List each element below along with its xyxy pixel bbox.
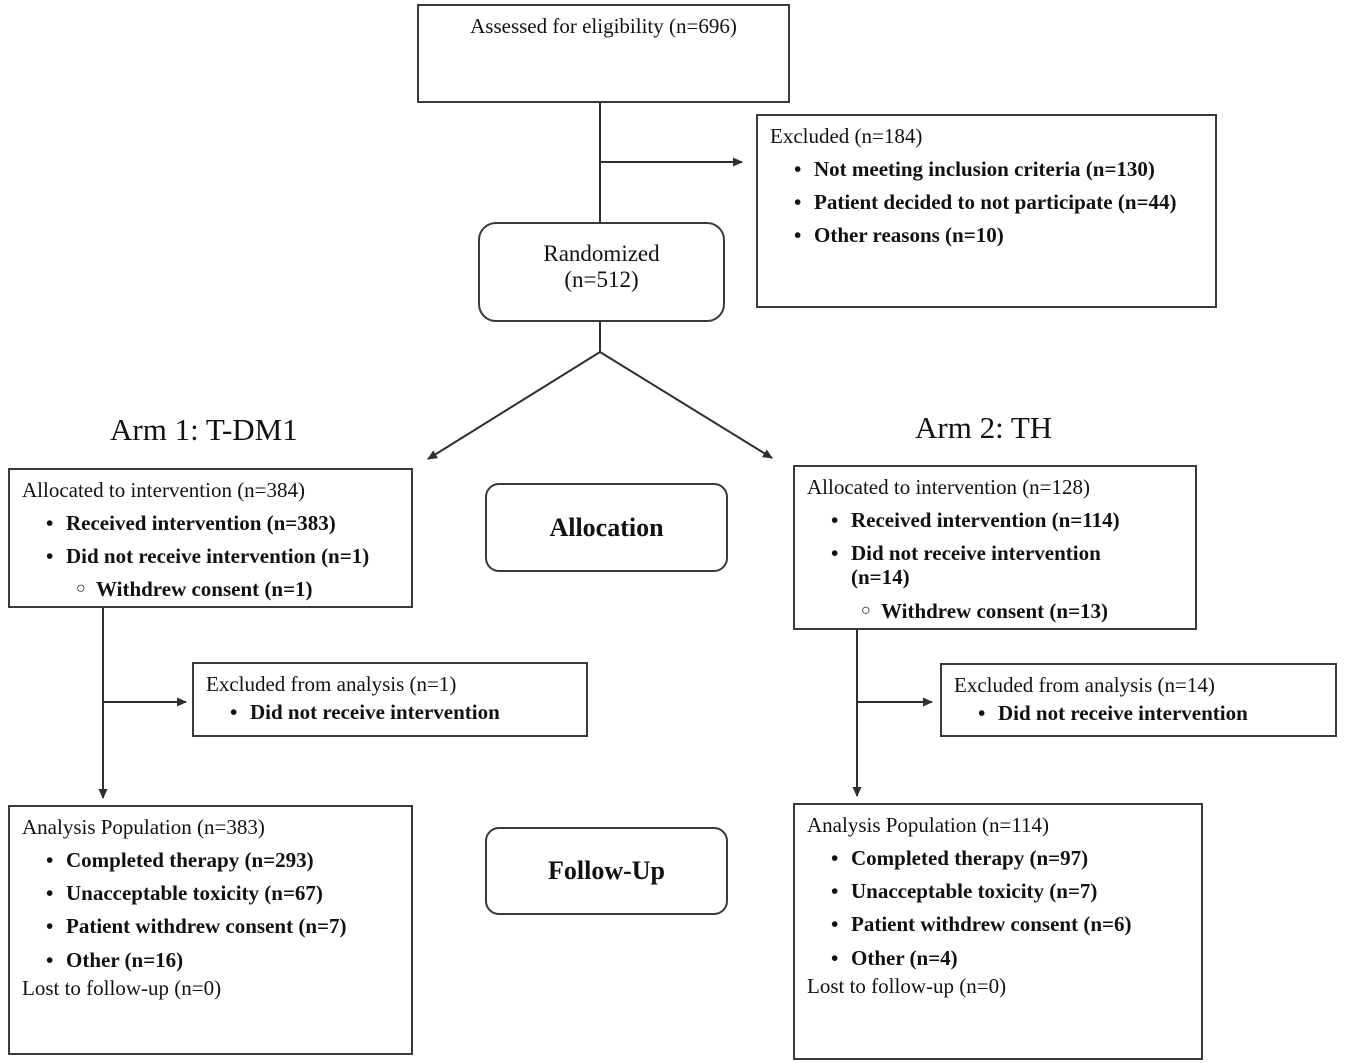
- arm1-analysis-title: Analysis Population (n=383): [22, 815, 265, 839]
- followup-stage-label: Follow-Up: [548, 856, 665, 886]
- list-item-label: Received intervention (n=383): [66, 511, 336, 536]
- list-item-label: Did not receive intervention (n=14): [851, 541, 1101, 590]
- list-item-label: Not meeting inclusion criteria (n=130): [814, 157, 1155, 182]
- list-item: • Not meeting inclusion criteria (n=130): [758, 157, 1215, 181]
- bullet-disc-icon: •: [794, 190, 802, 215]
- bullet-disc-icon: •: [230, 700, 238, 725]
- arm2-allocation-box: Allocated to intervention (n=128) • Rece…: [793, 465, 1197, 630]
- arm1-label: Arm 1: T-DM1: [110, 412, 298, 447]
- list-item-label: Patient decided to not participate (n=44…: [814, 190, 1177, 215]
- list-item-label: Received intervention (n=114): [851, 508, 1120, 533]
- assessed-eligibility-title: Assessed for eligibility (n=696): [470, 14, 737, 38]
- list-item: • Completed therapy (n=293): [10, 848, 411, 872]
- arm1-excluded-analysis-box: Excluded from analysis (n=1) • Did not r…: [192, 662, 588, 737]
- excluded-box: Excluded (n=184) • Not meeting inclusion…: [756, 114, 1217, 308]
- followup-stage-box: Follow-Up: [485, 827, 728, 915]
- arm2-allocation-title: Allocated to intervention (n=128): [807, 475, 1091, 499]
- list-item: ○ Withdrew consent (n=13): [795, 599, 1195, 623]
- assessed-eligibility-box: Assessed for eligibility (n=696): [417, 4, 790, 103]
- list-item-label: Completed therapy (n=97): [851, 846, 1089, 871]
- bullet-disc-icon: •: [46, 947, 54, 972]
- list-item: • Patient withdrew consent (n=6): [795, 912, 1201, 936]
- arm2-analysis-title: Analysis Population (n=114): [807, 813, 1050, 837]
- allocation-stage-box: Allocation: [485, 483, 728, 572]
- bullet-disc-icon: •: [978, 701, 986, 726]
- list-item-label: Other (n=16): [66, 947, 184, 972]
- list-item: ○ Withdrew consent (n=1): [10, 577, 411, 601]
- list-item-label: Withdrew consent (n=1): [96, 577, 313, 602]
- list-item-label: Did not receive intervention: [998, 701, 1248, 726]
- bullet-disc-icon: •: [831, 508, 839, 533]
- arm2-excluded-analysis-box: Excluded from analysis (n=14) • Did not …: [940, 663, 1337, 737]
- list-item-label: Did not receive intervention: [250, 700, 500, 725]
- list-item: • Patient decided to not participate (n=…: [758, 190, 1215, 214]
- bullet-circle-icon: ○: [76, 580, 86, 598]
- list-item-label: Unacceptable toxicity (n=7): [851, 879, 1098, 904]
- excluded-title: Excluded (n=184): [770, 124, 923, 148]
- list-item-label: Other (n=4): [851, 945, 958, 970]
- list-item: • Did not receive intervention (n=14): [795, 541, 1195, 589]
- list-item: • Did not receive intervention: [194, 700, 586, 724]
- randomized-line2: (n=512): [564, 267, 639, 292]
- bullet-disc-icon: •: [46, 511, 54, 536]
- bullet-disc-icon: •: [794, 157, 802, 182]
- arm2-analysis-box: Analysis Population (n=114) • Completed …: [793, 803, 1203, 1060]
- list-item-label: Unacceptable toxicity (n=67): [66, 881, 323, 906]
- bullet-disc-icon: •: [831, 846, 839, 871]
- arm1-allocation-box: Allocated to intervention (n=384) • Rece…: [8, 468, 413, 608]
- allocation-stage-label: Allocation: [549, 512, 664, 542]
- arm2-lost-followup: Lost to follow-up (n=0): [807, 973, 1007, 998]
- list-item-label: Withdrew consent (n=13): [881, 598, 1109, 623]
- bullet-disc-icon: •: [831, 879, 839, 904]
- list-item: • Unacceptable toxicity (n=7): [795, 879, 1201, 903]
- list-item-label: Patient withdrew consent (n=7): [66, 914, 347, 939]
- list-item: • Other (n=16): [10, 948, 411, 972]
- list-item: • Received intervention (n=114): [795, 508, 1195, 532]
- arm1-lost-followup: Lost to follow-up (n=0): [22, 975, 222, 1000]
- list-item: • Completed therapy (n=97): [795, 846, 1201, 870]
- list-item: • Did not receive intervention: [942, 701, 1335, 725]
- list-item: • Received intervention (n=383): [10, 511, 411, 535]
- bullet-disc-icon: •: [831, 945, 839, 970]
- randomized-line1: Randomized: [543, 240, 660, 266]
- bullet-disc-icon: •: [46, 848, 54, 873]
- arm1-allocation-title: Allocated to intervention (n=384): [22, 478, 306, 502]
- list-item: • Did not receive intervention (n=1): [10, 544, 411, 568]
- bullet-disc-icon: •: [46, 544, 54, 569]
- bullet-disc-icon: •: [831, 541, 839, 566]
- list-item: • Other (n=4): [795, 946, 1201, 970]
- arm1-analysis-box: Analysis Population (n=383) • Completed …: [8, 805, 413, 1055]
- arm2-excluded-analysis-title: Excluded from analysis (n=14): [954, 673, 1215, 697]
- list-item: • Unacceptable toxicity (n=67): [10, 881, 411, 905]
- bullet-circle-icon: ○: [861, 601, 871, 619]
- bullet-disc-icon: •: [794, 223, 802, 248]
- randomized-box: Randomized (n=512): [478, 222, 725, 322]
- bullet-disc-icon: •: [46, 914, 54, 939]
- list-item-label: Other reasons (n=10): [814, 223, 1004, 248]
- list-item-label: Did not receive intervention (n=1): [66, 544, 370, 569]
- bullet-disc-icon: •: [831, 912, 839, 937]
- arm2-label: Arm 2: TH: [915, 410, 1053, 445]
- list-item: • Patient withdrew consent (n=7): [10, 914, 411, 938]
- bullet-disc-icon: •: [46, 881, 54, 906]
- list-item-label: Patient withdrew consent (n=6): [851, 912, 1132, 937]
- arm1-excluded-analysis-title: Excluded from analysis (n=1): [206, 672, 457, 696]
- list-item-label: Completed therapy (n=293): [66, 848, 314, 873]
- list-item: • Other reasons (n=10): [758, 223, 1215, 247]
